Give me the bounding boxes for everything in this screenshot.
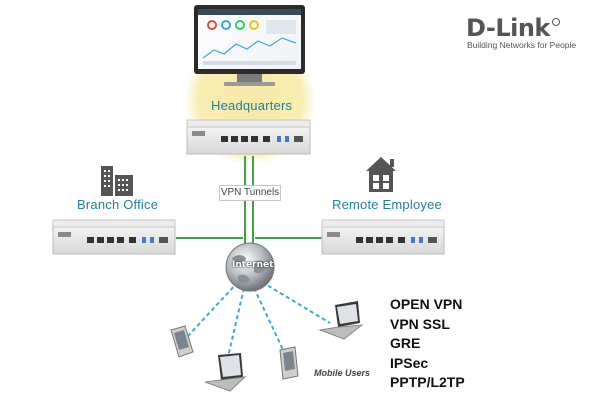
laptop-icon bbox=[318, 301, 364, 340]
router-icon bbox=[321, 219, 445, 255]
mobile-links bbox=[187, 281, 331, 358]
router-icon bbox=[52, 219, 176, 255]
laptop-icon bbox=[204, 353, 247, 392]
headquarters-label: Headquarters bbox=[211, 98, 293, 113]
protocol-item: GRE bbox=[390, 335, 421, 351]
router-icon bbox=[186, 119, 311, 155]
brand-logo: D-Link Building Networks for People bbox=[448, 14, 593, 50]
pda-icon bbox=[170, 325, 194, 358]
monitor-icon bbox=[194, 5, 305, 86]
logo-icon bbox=[552, 18, 560, 26]
protocol-item: OPEN VPN bbox=[390, 296, 463, 312]
internet-label: Internet bbox=[232, 260, 274, 270]
mobile-users-label: Mobile Users bbox=[314, 368, 371, 378]
building-icon bbox=[101, 166, 133, 196]
pda-icon bbox=[279, 346, 299, 380]
vpn-tunnel-lines bbox=[176, 156, 322, 246]
brand-tagline: Building Networks for People bbox=[467, 40, 577, 50]
protocol-item: IPSec bbox=[390, 354, 429, 371]
globe-icon bbox=[225, 242, 275, 292]
protocol-item: VPN SSL bbox=[390, 315, 450, 332]
remote-employee-label: Remote Employee bbox=[332, 197, 442, 212]
protocol-item: PPTP/L2TP bbox=[390, 374, 465, 390]
house-icon bbox=[366, 157, 396, 192]
branch-office-label: Branch Office bbox=[77, 197, 159, 212]
protocol-list: OPEN VPN VPN SSL GRE IPSec PPTP/L2TP bbox=[390, 295, 465, 393]
brand-name: D-Link bbox=[466, 14, 550, 42]
vpn-tunnels-label: VPN Tunnels bbox=[219, 185, 281, 201]
